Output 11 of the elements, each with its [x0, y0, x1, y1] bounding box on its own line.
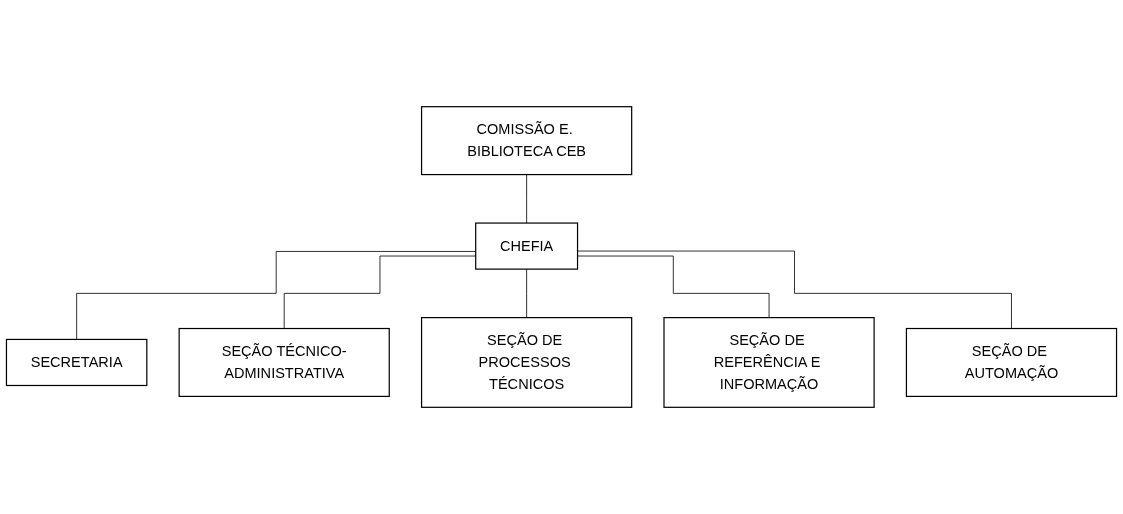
node-box: COMISSÃO E. BIBLIOTECA CEB — [420, 106, 633, 176]
connector — [526, 174, 528, 224]
node-box: SEÇÃO DE PROCESSOS TÉCNICOS — [420, 317, 633, 408]
connector — [526, 268, 528, 318]
connector — [577, 255, 770, 318]
connector — [577, 250, 1012, 329]
node-box: CHEFIA — [475, 222, 579, 270]
node-box: SEÇÃO DE REFERÊNCIA E INFORMAÇÃO — [663, 317, 875, 408]
node-box: SECRETARIA — [5, 338, 148, 387]
node-box: SEÇÃO DE AUTOMAÇÃO — [905, 327, 1118, 397]
node-box: SEÇÃO TÉCNICO-ADMINISTRATIVA — [178, 327, 390, 397]
